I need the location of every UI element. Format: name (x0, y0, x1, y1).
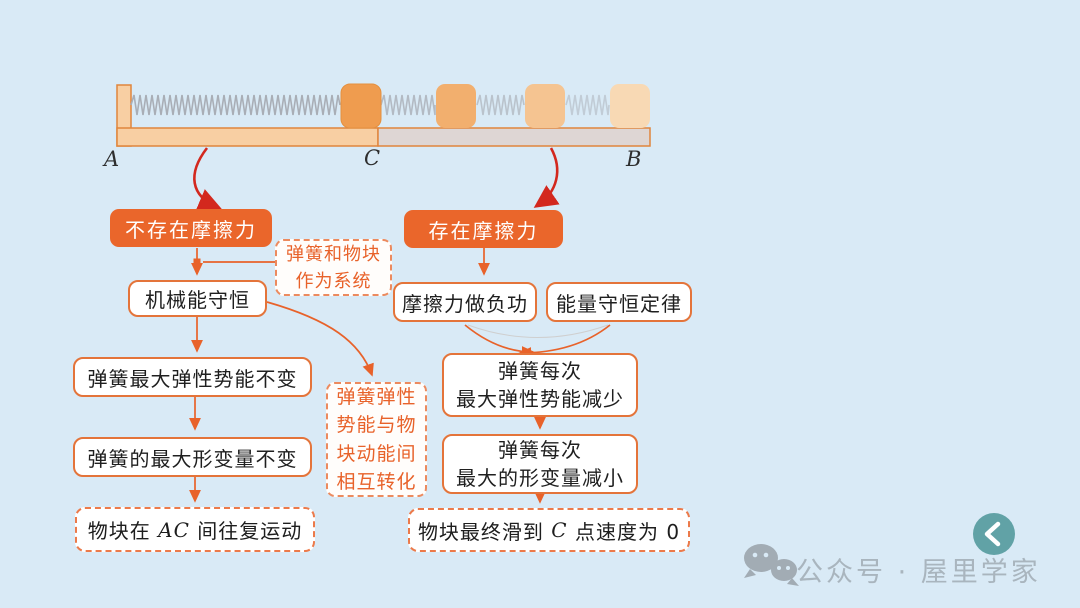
spring-ghost-1 (380, 94, 436, 116)
connector-frictionwork-right1 (464, 324, 535, 358)
point-label-c: C (364, 146, 381, 170)
stops-suffix: 点速度为 0 (567, 519, 681, 544)
wechat-icon (744, 544, 799, 586)
red-arrow-left (193, 147, 222, 211)
block-position-2 (436, 84, 476, 128)
oscillate-suffix: 间往复运动 (189, 519, 303, 543)
box-mechanical-energy: 机械能守恒 (128, 280, 267, 317)
stops-prefix: 物块最终滑到 (417, 519, 552, 544)
box-pe-unchanged: 弹簧最大弹性势能不变 (73, 357, 312, 397)
connector-mech-convert-note (266, 301, 374, 377)
box-deform-unchanged: 弹簧的最大形变量不变 (73, 437, 312, 477)
box-energy-conservation-law: 能量守恒定律 (546, 282, 692, 322)
spring-ghost-2 (476, 94, 525, 116)
connector-energylaw-right1 (518, 324, 611, 359)
box-stops-at-c: 物块最终滑到 C 点速度为 0 (408, 508, 690, 552)
watermark-account-text: 公众号 · 屋里学家 (796, 557, 1041, 588)
spring-track-diagram (116, 83, 651, 147)
box-pe-decrease-line1: 弹簧每次 (498, 359, 582, 383)
track-smooth-section (116, 127, 379, 147)
flow-connectors (189, 248, 611, 504)
box-friction: 存在摩擦力 (404, 210, 563, 248)
red-arrow-right (533, 147, 560, 208)
block-position-1 (340, 83, 382, 129)
oscillate-prefix: 物块在 (87, 519, 159, 543)
stops-var-c: C (551, 518, 568, 542)
connector-junction-square (193, 258, 201, 266)
note-convert-line1: 弹簧弹性 (336, 385, 417, 408)
spring-ghost-3 (565, 94, 610, 116)
oscillate-var-ac: AC (158, 517, 190, 542)
track-rough-section (377, 127, 651, 147)
block-position-3 (525, 84, 565, 128)
box-pe-decrease-line2: 最大弹性势能减少 (456, 387, 624, 411)
chevron-badge[interactable] (973, 513, 1015, 555)
note-spring-block-system: 弹簧和物块 作为系统 (275, 239, 392, 296)
point-label-a: A (104, 147, 120, 171)
box-no-friction: 不存在摩擦力 (110, 209, 272, 247)
spring-main (130, 94, 341, 116)
box-deform-decrease-line1: 弹簧每次 (498, 438, 582, 462)
chevron-left-icon (984, 521, 1001, 547)
box-pe-decrease: 弹簧每次 最大弹性势能减少 (442, 353, 638, 417)
box-oscillate-ac: 物块在 AC 间往复运动 (75, 507, 315, 552)
note-convert-line2: 势能与物 (336, 414, 417, 436)
box-friction-negative-work: 摩擦力做负功 (393, 282, 537, 322)
note-convert-line3: 块动能间 (336, 442, 417, 465)
block-position-4 (610, 84, 650, 128)
red-arrows (193, 147, 560, 211)
box-deform-decrease-line2: 最大的形变量减小 (456, 466, 624, 490)
connector-merge-arc (467, 324, 609, 338)
note-energy-conversion: 弹簧弹性 势能与物 块动能间 相互转化 (326, 382, 427, 497)
point-label-b: B (626, 147, 642, 171)
note-system-line1: 弹簧和物块 (286, 243, 381, 265)
box-deform-decrease: 弹簧每次 最大的形变量减小 (442, 434, 638, 494)
note-convert-line4: 相互转化 (336, 471, 417, 493)
note-system-line2: 作为系统 (295, 270, 372, 292)
